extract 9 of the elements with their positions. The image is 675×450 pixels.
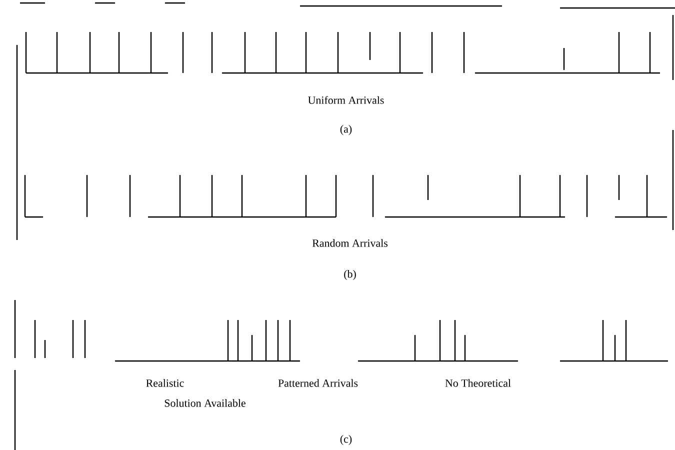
- caption-text: Patterned Arrivals: [278, 379, 358, 387]
- caption-text: No Theoretical: [445, 379, 511, 387]
- caption-text: (c): [340, 435, 352, 445]
- caption-text: (a): [340, 125, 352, 135]
- caption-text: Uniform Arrivals: [308, 96, 384, 104]
- caption-text: Random Arrivals: [312, 239, 388, 247]
- caption-text: Realistic: [146, 379, 184, 387]
- caption-text: Solution Available: [164, 399, 246, 407]
- caption-text: (b): [344, 270, 356, 280]
